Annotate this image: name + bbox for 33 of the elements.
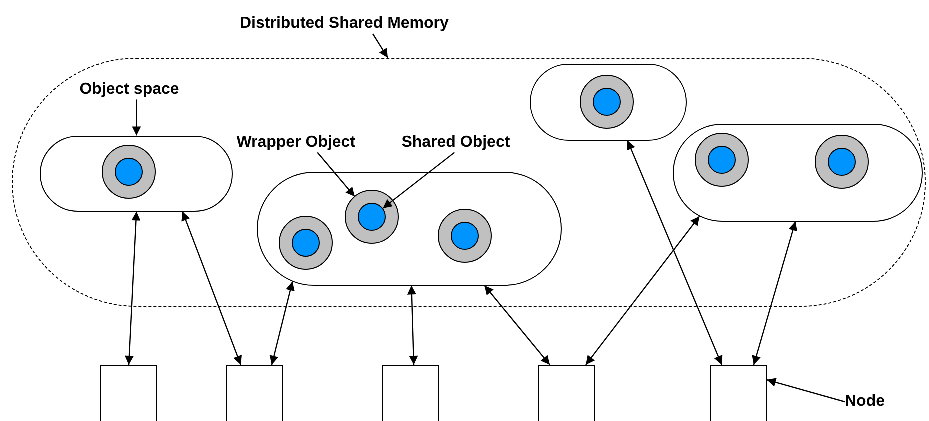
shared-object-circle — [115, 158, 144, 186]
node-box — [710, 365, 767, 421]
shared-object-circle — [828, 148, 856, 176]
double-arrow — [124, 212, 141, 366]
shared-object-circle — [451, 222, 480, 250]
shared-object-circle — [708, 146, 736, 174]
callout-label: Shared Object — [402, 132, 510, 153]
wrapper-object-circle — [345, 190, 400, 244]
double-arrow — [182, 211, 242, 366]
callout-label: Distributed Shared Memory — [240, 14, 449, 34]
dashed-region — [12, 58, 926, 307]
leader-arrow — [317, 152, 356, 198]
leader-arrow — [132, 100, 142, 136]
callout-label: Wrapper Object — [236, 132, 356, 153]
double-arrow — [586, 216, 700, 366]
node-box — [226, 365, 283, 421]
object-space-pill — [672, 124, 923, 222]
leader-arrow — [382, 152, 456, 209]
shared-object-circle — [593, 88, 622, 116]
double-arrow — [407, 286, 418, 366]
callout-label: Object space — [80, 80, 180, 100]
shared-object-circle — [358, 203, 386, 232]
leader-arrow — [766, 378, 846, 403]
double-arrow — [627, 140, 723, 366]
double-arrow — [270, 282, 295, 366]
node-box — [100, 365, 157, 421]
leader-arrow — [372, 34, 388, 58]
node-box — [382, 365, 439, 421]
shared-object-circle — [292, 229, 320, 258]
double-arrow — [484, 285, 550, 366]
double-arrow — [752, 222, 798, 366]
callout-label: Node — [845, 392, 885, 412]
node-box — [538, 365, 595, 421]
